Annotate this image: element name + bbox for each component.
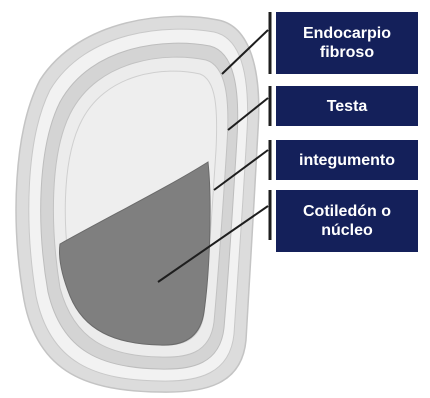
label-integumento: integumento — [276, 140, 418, 180]
label-testa: Testa — [276, 86, 418, 126]
label-endocarpio-fibroso: Endocarpio fibroso — [276, 12, 418, 74]
label-cotiledon-nucleo: Cotiledón o núcleo — [276, 190, 418, 252]
